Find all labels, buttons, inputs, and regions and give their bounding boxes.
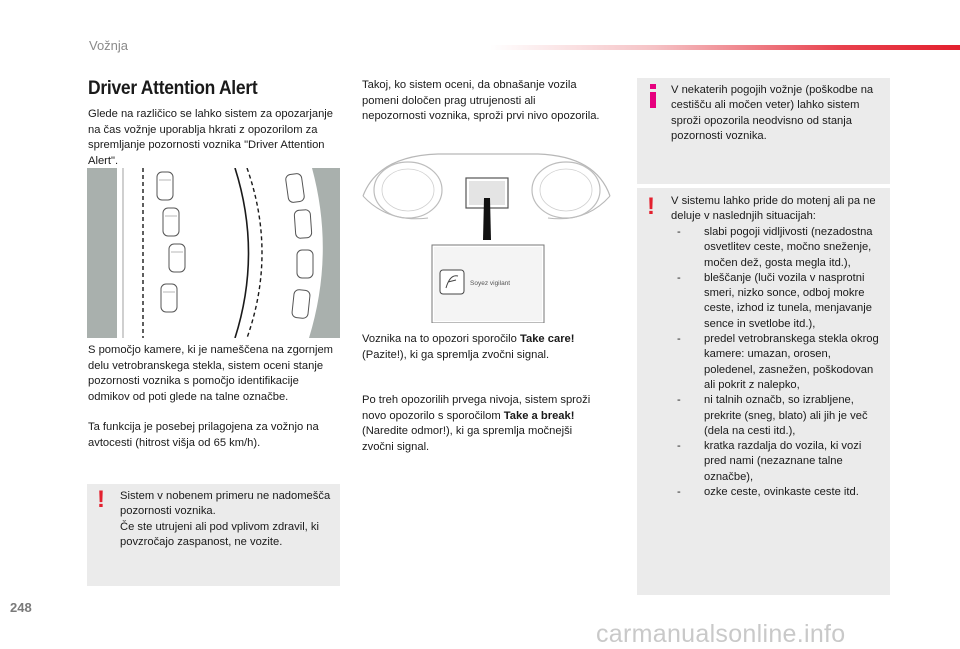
take-break-message: Take a break! [503, 409, 575, 422]
list-item: bleščanje (luči vozila v nasprotni smeri… [674, 271, 884, 332]
list-item: slabi pogoji vidljivosti (nezadostna osv… [674, 225, 884, 271]
warning-icon: ! [647, 193, 655, 220]
list-item: ni talnih označb, so izrabljene, prekrit… [674, 393, 884, 439]
watermark: carmanualsonline.info [596, 620, 846, 648]
info-icon [650, 84, 656, 108]
warning-right-intro: V sistemu lahko pride do motenj ali pa n… [671, 195, 876, 223]
list-item: ozke ceste, ovinkaste ceste itd. [674, 485, 884, 501]
warning-left-line1: Sistem v nobenem primeru ne nadomešča po… [120, 490, 331, 518]
lane-drift-illustration [87, 168, 340, 338]
warning-icon: ! [97, 486, 105, 513]
section-title: Vožnja [89, 38, 129, 53]
take-care-paragraph: Voznika na to opozori sporočilo Take car… [362, 333, 575, 361]
intro-paragraph: Glede na različico se lahko sistem za op… [88, 108, 334, 167]
take-care-message: Take care! [519, 333, 575, 345]
page-number: 248 [10, 600, 32, 615]
warning-box-left [87, 484, 340, 586]
camera-paragraph: S pomočjo kamere, ki je nameščena na zgo… [88, 344, 333, 403]
info-box [637, 78, 890, 184]
conditions-list: slabi pogoji vidljivosti (nezadostna osv… [674, 225, 884, 501]
header-accent-line [490, 45, 960, 50]
display-message-label: Soyez vigilant [470, 280, 510, 287]
highway-paragraph: Ta funkcija je posebej prilagojena za vo… [88, 421, 319, 449]
list-item: predel vetrobranskega stekla okrog kamer… [674, 332, 884, 393]
info-text: V nekaterih pogojih vožnje (poškodbe na … [671, 84, 874, 142]
dashboard-display-illustration: Soyez vigilant [362, 153, 611, 323]
page-title: Driver Attention Alert [88, 78, 258, 99]
list-item: kratka razdalja do vozila, ki vozi pred … [674, 439, 884, 485]
warning-left-line2: Če ste utrujeni ali pod vplivom zdravil,… [120, 521, 319, 549]
take-break-paragraph: Po treh opozorilih prvega nivoja, sistem… [362, 394, 591, 453]
first-level-paragraph: Takoj, ko sistem oceni, da obnašanje voz… [362, 79, 600, 122]
